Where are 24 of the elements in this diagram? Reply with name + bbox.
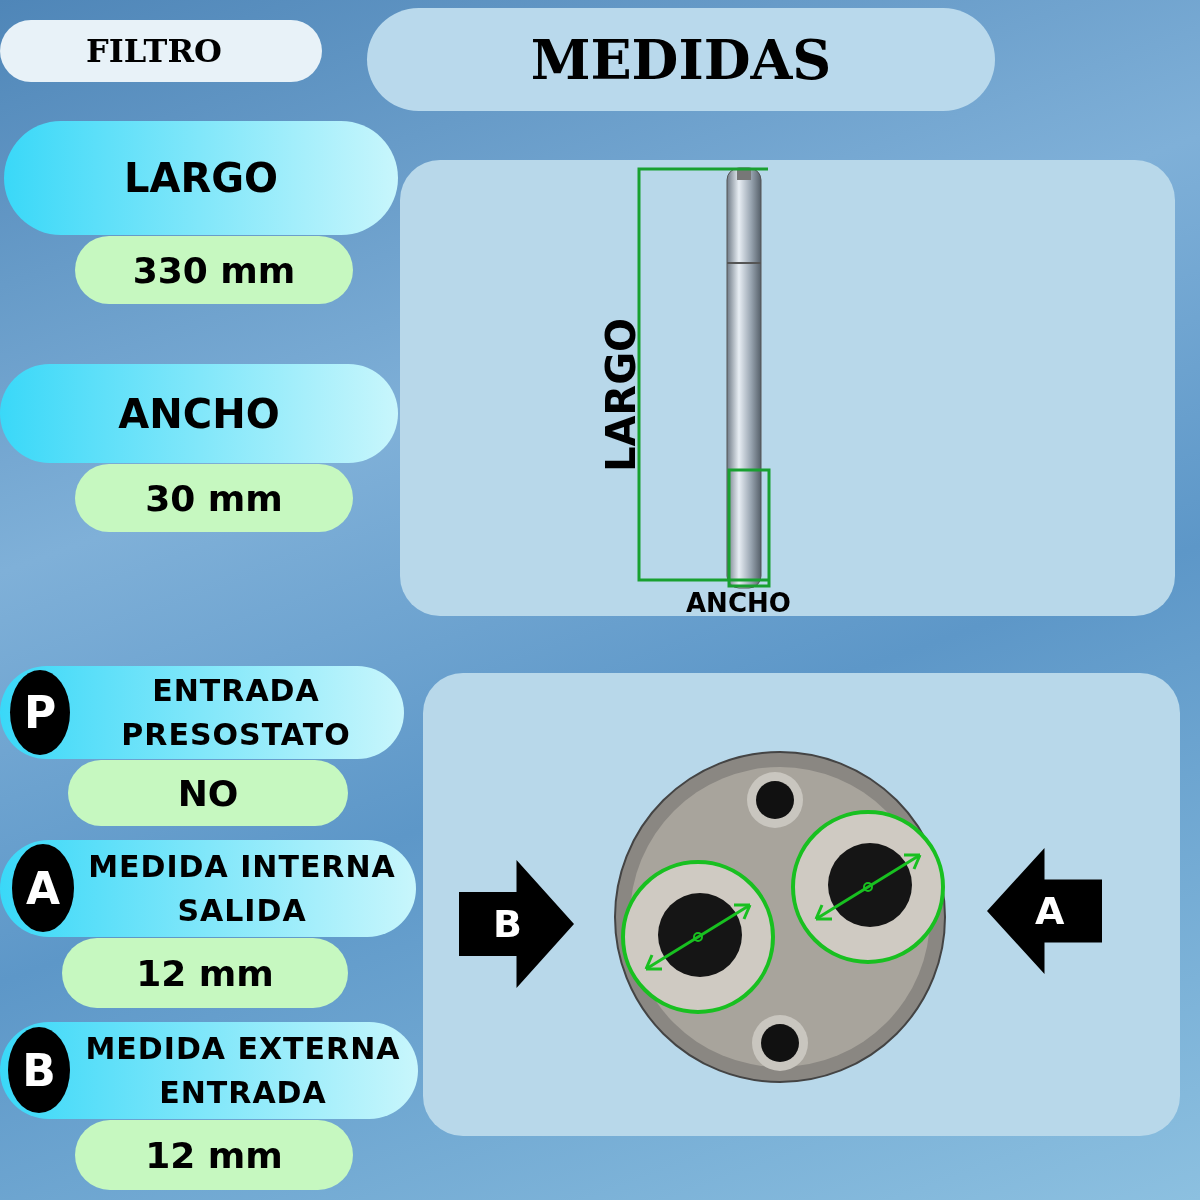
letter-badge: A <box>12 844 74 932</box>
spec-value: 330 mm <box>75 236 353 304</box>
spec-label: ANCHO <box>0 364 398 463</box>
spec-value: 12 mm <box>75 1120 353 1190</box>
arrow-letter: A <box>1035 889 1065 933</box>
letter-badge: B <box>8 1027 70 1113</box>
label-pill <box>0 666 404 759</box>
spec-label: LARGO <box>4 121 398 235</box>
photo-panel <box>400 160 1175 616</box>
spec-value: NO <box>68 760 348 826</box>
arrow-letter: B <box>493 902 522 946</box>
label-pill <box>0 840 416 937</box>
dimension-label: LARGO <box>598 318 644 473</box>
category-pill: FILTRO <box>0 20 322 82</box>
photo-panel <box>423 673 1180 1136</box>
dimension-label: ANCHO <box>686 588 791 618</box>
spec-label: ENTRADA PRESOSTATO <box>120 672 352 753</box>
title: MEDIDAS <box>367 8 995 111</box>
spec-value: 12 mm <box>62 938 348 1008</box>
label-pill <box>0 1022 418 1119</box>
spec-label: MEDIDA INTERNA SALIDA <box>87 848 397 930</box>
spec-label: MEDIDA EXTERNA ENTRADA <box>84 1030 402 1112</box>
letter-badge: P <box>10 670 70 755</box>
spec-value: 30 mm <box>75 464 353 532</box>
